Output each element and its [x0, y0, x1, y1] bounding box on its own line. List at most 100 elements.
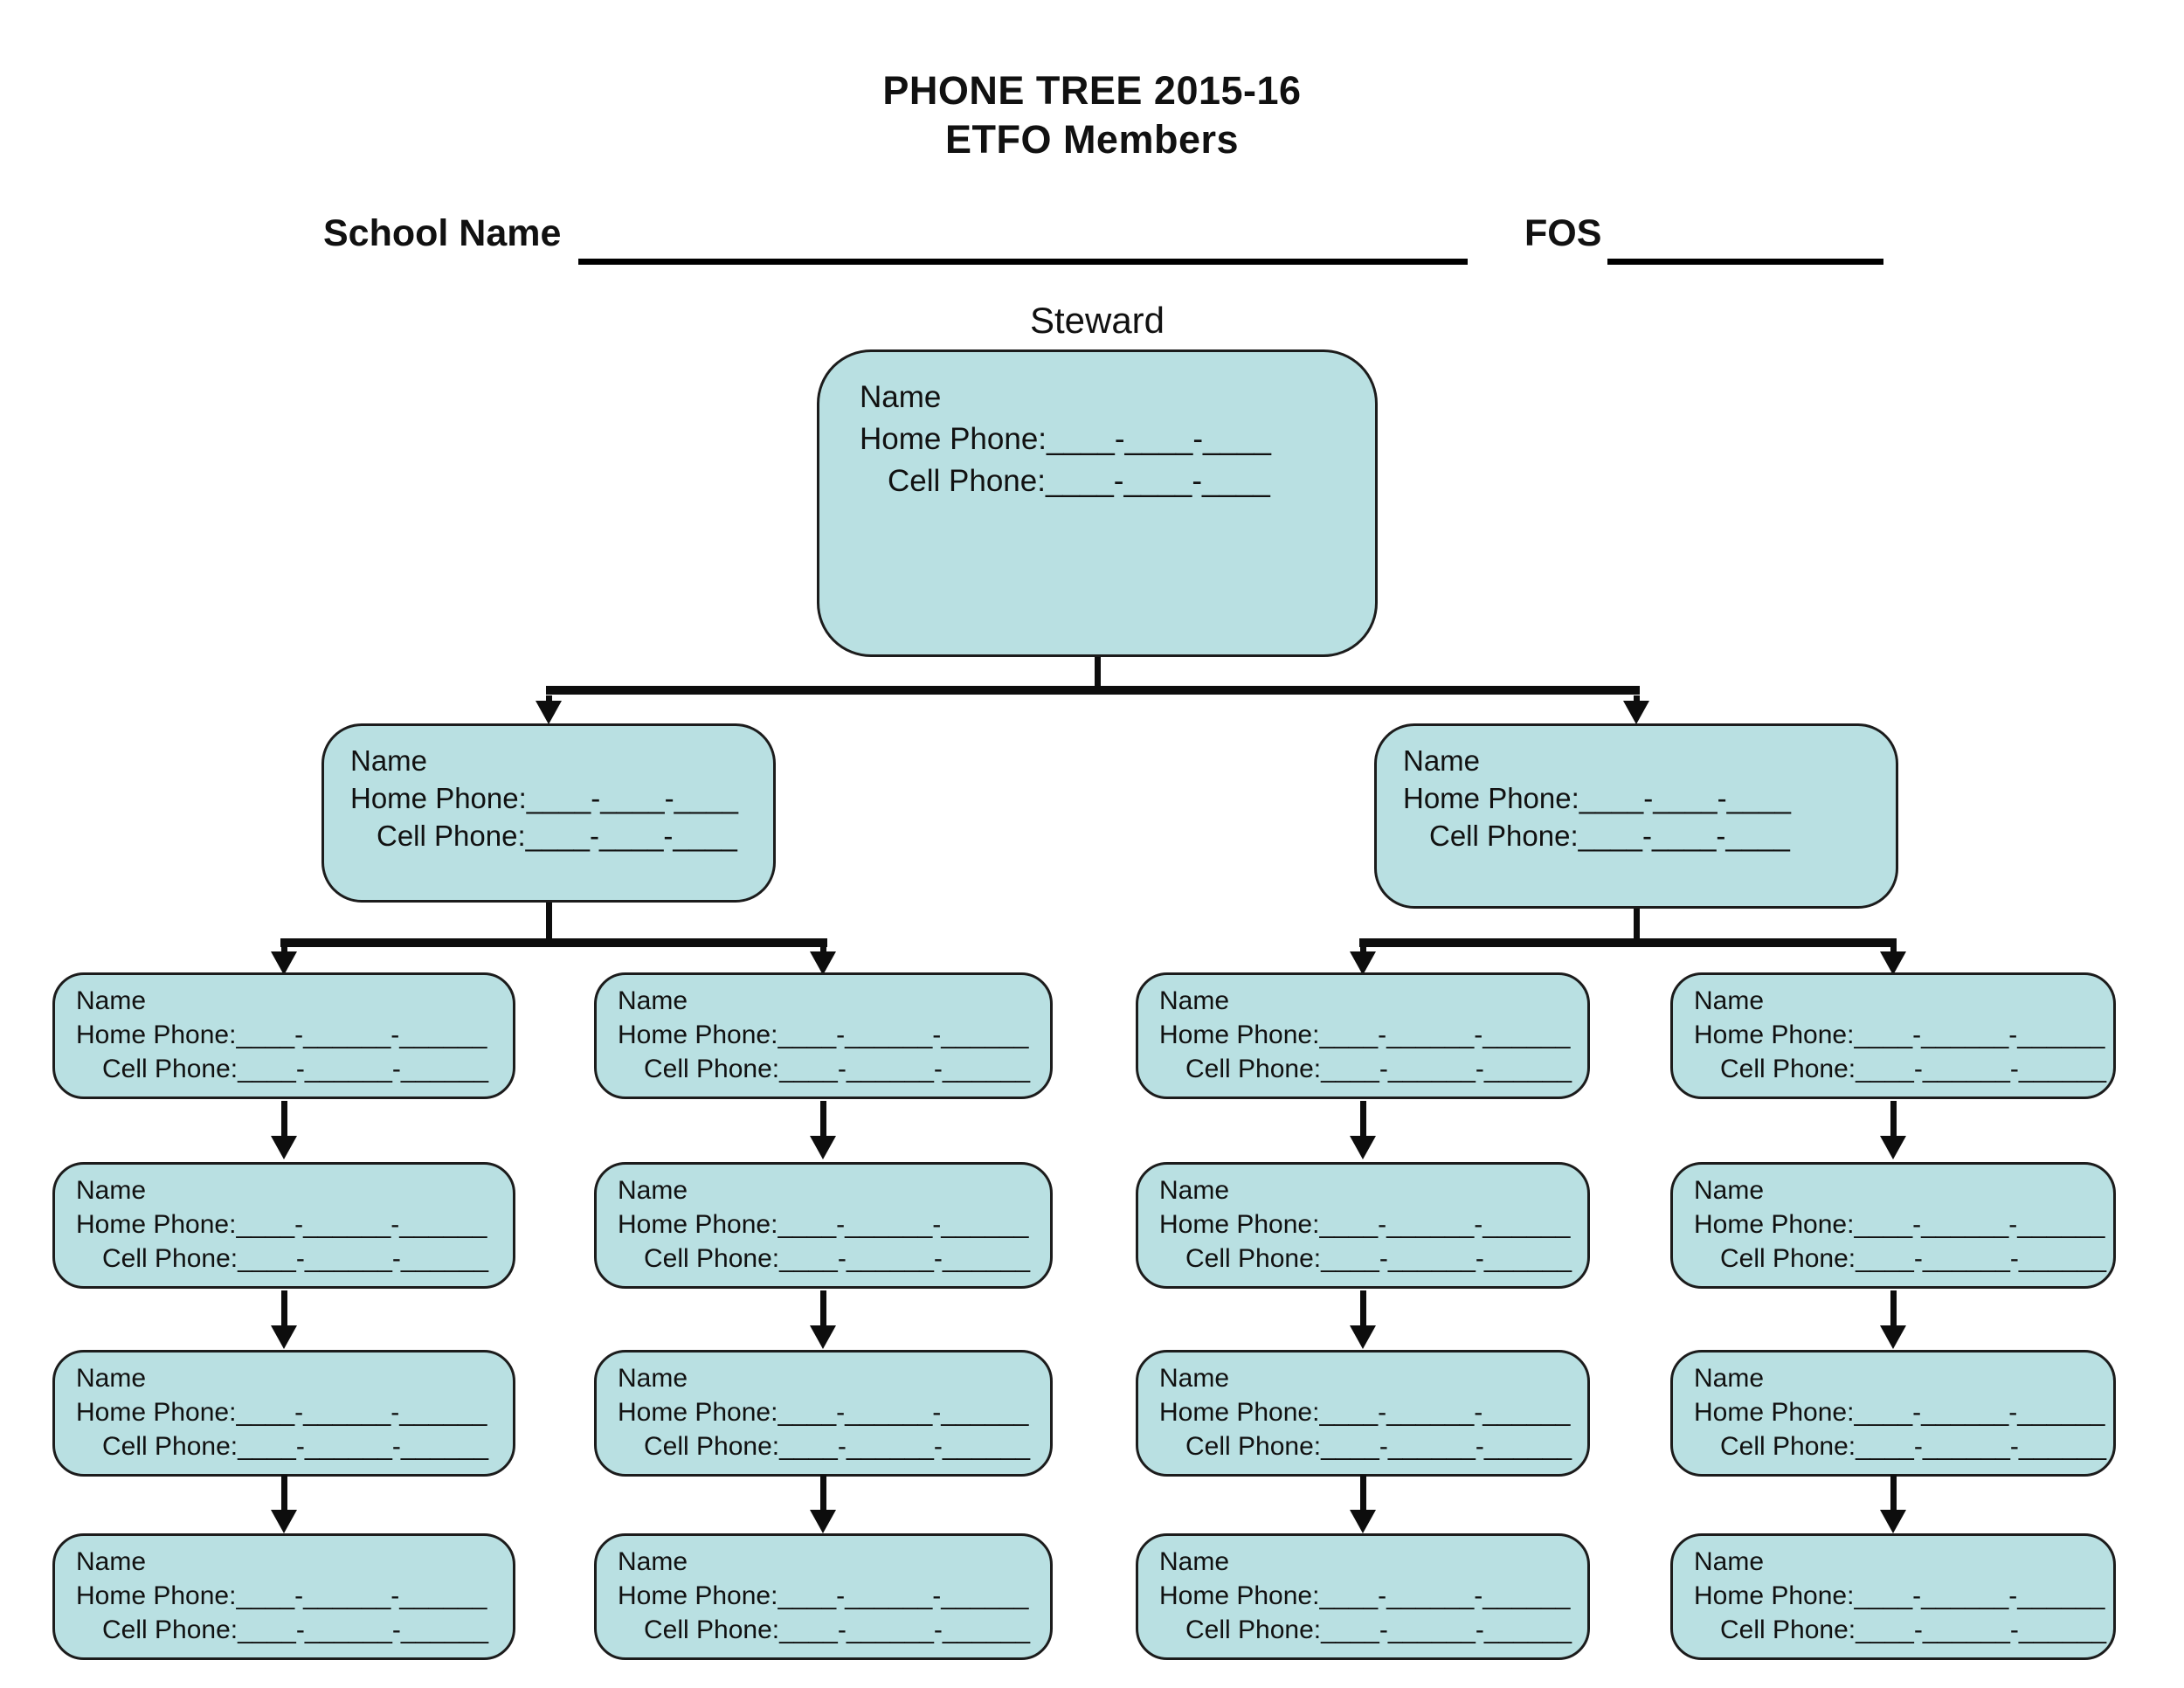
- node-cell-phone-line: Cell Phone:____-____-____: [888, 464, 1270, 498]
- node-name-label: Name: [76, 1176, 147, 1205]
- connector-stem: [1359, 1101, 1366, 1136]
- connector-stem: [280, 1101, 287, 1136]
- connector-stem: [1890, 946, 1897, 951]
- node-home-phone-line: Home Phone:____-____-____: [350, 782, 739, 814]
- chain-node-c4-r1: Name Home Phone:____-______-______ Cell …: [1670, 972, 2116, 1099]
- node-name-label: Name: [618, 1176, 688, 1205]
- school-name-blank: [578, 218, 1468, 265]
- connector-stem: [1359, 1290, 1366, 1325]
- node-cell-phone-line: Cell Phone:____-______-______: [102, 1244, 489, 1273]
- connector-stem: [280, 1290, 287, 1325]
- connector-stem: [545, 695, 552, 701]
- chain-node-c1-r4: Name Home Phone:____-______-______ Cell …: [52, 1533, 515, 1660]
- node-home-phone-line: Home Phone:____-______-______: [76, 1210, 487, 1239]
- connector-stem: [819, 1101, 826, 1136]
- node-cell-phone-line: Cell Phone:____-______-______: [644, 1244, 1031, 1273]
- node-home-phone-line: Home Phone:____-______-______: [76, 1020, 487, 1049]
- node-home-phone-line: Home Phone:____-______-______: [618, 1210, 1029, 1239]
- node-cell-phone-line: Cell Phone:____-______-______: [644, 1432, 1031, 1461]
- node-name-label: Name: [1159, 1364, 1230, 1393]
- node-home-phone-line: Home Phone:____-______-______: [76, 1581, 487, 1610]
- chain-arrow-c4-r1: [1880, 1101, 1906, 1159]
- node-home-phone-line: Home Phone:____-______-______: [1159, 1210, 1571, 1239]
- node-cell-phone-line: Cell Phone:____-______-______: [1185, 1432, 1572, 1461]
- connector-drop-left: [271, 946, 297, 975]
- node-home-phone-line: Home Phone:____-______-______: [1694, 1581, 2105, 1610]
- school-name-label: School Name: [323, 212, 562, 254]
- connector-bar: [546, 686, 1640, 695]
- arrowhead-down-icon: [810, 951, 836, 975]
- chain-node-c1-r1: Name Home Phone:____-______-______ Cell …: [52, 972, 515, 1099]
- page-title: PHONE TREE 2015-16 ETFO Members: [0, 66, 2184, 164]
- node-home-phone-line: Home Phone:____-______-______: [76, 1398, 487, 1427]
- arrowhead-down-icon: [1350, 1325, 1376, 1349]
- chain-node-c3-r3: Name Home Phone:____-______-______ Cell …: [1136, 1350, 1590, 1477]
- branch-node-left: Name Home Phone:____-____-____ Cell Phon…: [321, 723, 776, 903]
- node-cell-phone-line: Cell Phone:____-______-______: [644, 1055, 1031, 1083]
- node-name-label: Name: [618, 1364, 688, 1393]
- page-title-line1: PHONE TREE 2015-16: [882, 68, 1302, 113]
- chain-node-c2-r4: Name Home Phone:____-______-______ Cell …: [594, 1533, 1053, 1660]
- node-name-label: Name: [618, 986, 688, 1015]
- arrowhead-down-icon: [271, 1136, 297, 1159]
- node-cell-phone-line: Cell Phone:____-______-______: [644, 1615, 1031, 1644]
- node-name-label: Name: [350, 744, 428, 777]
- connector-stem: [280, 946, 287, 951]
- node-name-label: Name: [76, 1364, 147, 1393]
- node-cell-phone-line: Cell Phone:____-______-______: [1185, 1615, 1572, 1644]
- node-home-phone-line: Home Phone:____-______-______: [1694, 1210, 2105, 1239]
- chain-node-c2-r2: Name Home Phone:____-______-______ Cell …: [594, 1162, 1053, 1289]
- chain-node-c4-r3: Name Home Phone:____-______-______ Cell …: [1670, 1350, 2116, 1477]
- chain-node-c3-r1: Name Home Phone:____-______-______ Cell …: [1136, 972, 1590, 1099]
- connector-stem: [1095, 657, 1101, 690]
- connector-bar: [280, 938, 827, 947]
- node-home-phone-line: Home Phone:____-____-____: [860, 422, 1271, 456]
- connector-stem: [1890, 1475, 1897, 1510]
- branch-node-right: Name Home Phone:____-____-____ Cell Phon…: [1374, 723, 1898, 909]
- chain-arrow-c3-r3: [1350, 1475, 1376, 1533]
- connector-drop-left: [536, 695, 562, 724]
- chain-node-c3-r4: Name Home Phone:____-______-______ Cell …: [1136, 1533, 1590, 1660]
- node-home-phone-line: Home Phone:____-______-______: [1159, 1020, 1571, 1049]
- chain-arrow-c1-r3: [271, 1475, 297, 1533]
- node-home-phone-line: Home Phone:____-______-______: [1694, 1020, 2105, 1049]
- node-cell-phone-line: Cell Phone:____-______-______: [1185, 1055, 1572, 1083]
- connector-stem: [1634, 909, 1640, 944]
- node-cell-phone-line: Cell Phone:____-______-______: [102, 1615, 489, 1644]
- chain-arrow-c4-r3: [1880, 1475, 1906, 1533]
- connector-drop-right: [1623, 695, 1649, 724]
- chain-arrow-c2-r1: [810, 1101, 836, 1159]
- arrowhead-down-icon: [1880, 1510, 1906, 1533]
- node-cell-phone-line: Cell Phone:____-______-______: [1720, 1432, 2107, 1461]
- chain-node-c3-r2: Name Home Phone:____-______-______ Cell …: [1136, 1162, 1590, 1289]
- arrowhead-down-icon: [536, 701, 562, 724]
- connector-stem: [819, 1475, 826, 1510]
- page-title-line2: ETFO Members: [944, 117, 1240, 162]
- node-name-label: Name: [1694, 1547, 1765, 1576]
- chain-node-c4-r4: Name Home Phone:____-______-______ Cell …: [1670, 1533, 2116, 1660]
- node-name-label: Name: [1694, 986, 1765, 1015]
- chain-arrow-c1-r2: [271, 1290, 297, 1349]
- connector-bar: [1359, 938, 1897, 947]
- connector-stem: [819, 1290, 826, 1325]
- node-home-phone-line: Home Phone:____-______-______: [1159, 1581, 1571, 1610]
- chain-node-c1-r2: Name Home Phone:____-______-______ Cell …: [52, 1162, 515, 1289]
- arrowhead-down-icon: [810, 1136, 836, 1159]
- chain-arrow-c2-r3: [810, 1475, 836, 1533]
- node-home-phone-line: Home Phone:____-____-____: [1403, 782, 1792, 814]
- connector-stem: [1359, 946, 1366, 951]
- node-name-label: Name: [76, 1547, 147, 1576]
- chain-arrow-c1-r1: [271, 1101, 297, 1159]
- arrowhead-down-icon: [1880, 1325, 1906, 1349]
- node-home-phone-line: Home Phone:____-______-______: [1694, 1398, 2105, 1427]
- chain-arrow-c2-r2: [810, 1290, 836, 1349]
- node-cell-phone-line: Cell Phone:____-______-______: [102, 1432, 489, 1461]
- chain-node-c2-r3: Name Home Phone:____-______-______ Cell …: [594, 1350, 1053, 1477]
- arrowhead-down-icon: [271, 1325, 297, 1349]
- node-name-label: Name: [1403, 744, 1481, 777]
- chain-arrow-c3-r1: [1350, 1101, 1376, 1159]
- steward-label: Steward: [1029, 300, 1165, 341]
- arrowhead-down-icon: [1350, 1510, 1376, 1533]
- node-name-label: Name: [1694, 1364, 1765, 1393]
- arrowhead-down-icon: [1350, 951, 1376, 975]
